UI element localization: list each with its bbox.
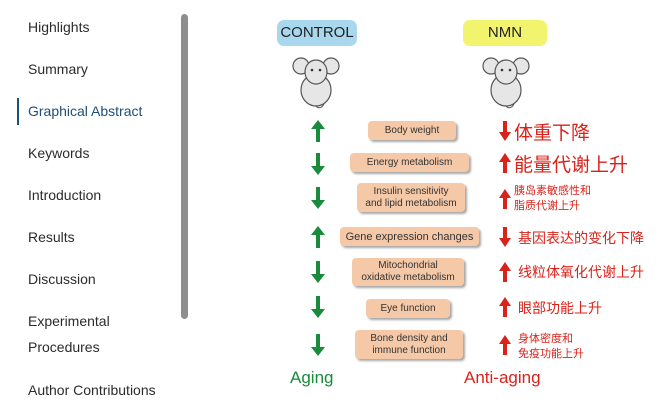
aging-label: Aging — [290, 368, 334, 387]
graphical-abstract: CONTROL NMN Body weight 体重下降 Energy meta… — [200, 0, 662, 410]
arrow-up-icon — [499, 153, 511, 173]
zh-bone-line1: 身体密度和 — [518, 332, 573, 345]
factor-mitochondrial: Mitochondrial oxidative metabolism — [352, 258, 464, 286]
factor-mito-line1: Mitochondrial — [378, 260, 438, 271]
factor-gene-expression: Gene expression changes — [340, 227, 479, 246]
zh-mitochondrial: 线粒体氧化代谢上升 — [518, 265, 644, 281]
nav-experimental-line2: Procedures — [28, 339, 100, 355]
active-indicator — [17, 98, 19, 125]
arrow-up-icon — [499, 262, 511, 282]
arrow-down-icon — [311, 334, 325, 356]
zh-eye-function: 眼部功能上升 — [518, 301, 602, 317]
zh-body-weight: 体重下降 — [514, 122, 591, 144]
mouse-icon — [292, 57, 340, 109]
arrow-down-icon — [311, 187, 325, 209]
article-sidebar-nav: Highlights Summary Graphical Abstract Ke… — [0, 0, 180, 410]
nav-introduction[interactable]: Introduction — [28, 187, 102, 203]
zh-insulin-lipid: 胰岛素敏感性和 脂质代谢上升 — [514, 183, 591, 213]
factor-bone-line1: Bone density and — [370, 332, 448, 344]
arrow-up-icon — [499, 335, 511, 355]
arrow-up-icon — [311, 120, 325, 142]
factor-insulin-line2: and lipid metabolism — [365, 197, 457, 209]
control-label: CONTROL — [277, 20, 357, 46]
zh-gene-expression: 基因表达的变化下降 — [518, 231, 644, 247]
nav-results[interactable]: Results — [28, 229, 75, 245]
zh-insulin-line2: 脂质代谢上升 — [514, 199, 580, 212]
sidebar-scrollbar[interactable] — [181, 14, 188, 319]
nav-keywords[interactable]: Keywords — [28, 145, 90, 161]
arrow-down-icon — [311, 261, 325, 283]
anti-aging-label: Anti-aging — [464, 368, 541, 387]
factor-bone-line2: immune function — [372, 344, 446, 356]
arrow-down-icon — [311, 296, 325, 318]
zh-bone-line2: 免疫功能上升 — [518, 347, 584, 360]
arrow-down-icon — [499, 121, 511, 141]
arrow-down-icon — [499, 227, 511, 247]
nav-highlights[interactable]: Highlights — [28, 19, 90, 35]
factor-insulin-line1: Insulin sensitivity — [373, 185, 449, 197]
nav-experimental-procedures[interactable]: Experimental Procedures — [28, 308, 110, 360]
arrow-up-icon — [499, 189, 511, 209]
zh-insulin-line1: 胰岛素敏感性和 — [514, 184, 591, 197]
zh-bone-immune: 身体密度和 免疫功能上升 — [518, 331, 584, 361]
nav-author-contributions[interactable]: Author Contributions — [28, 382, 156, 398]
arrow-down-icon — [311, 153, 325, 175]
mouse-icon — [482, 57, 530, 109]
zh-energy-metabolism: 能量代谢上升 — [514, 154, 629, 176]
arrow-up-icon — [499, 297, 511, 317]
nav-graphical-abstract[interactable]: Graphical Abstract — [28, 103, 143, 119]
factor-eye-function: Eye function — [366, 299, 450, 318]
nmn-label: NMN — [463, 20, 547, 46]
factor-insulin-lipid: Insulin sensitivity and lipid metabolism — [357, 183, 465, 212]
nav-summary[interactable]: Summary — [28, 61, 88, 77]
factor-body-weight: Body weight — [368, 121, 456, 140]
arrow-up-icon — [311, 226, 325, 248]
factor-bone-immune: Bone density and immune function — [355, 330, 463, 359]
factor-mito-line2: oxidative metabolism — [361, 272, 455, 283]
factor-energy-metabolism: Energy metabolism — [350, 153, 469, 172]
nav-experimental-line1: Experimental — [28, 313, 110, 329]
nav-discussion[interactable]: Discussion — [28, 271, 96, 287]
